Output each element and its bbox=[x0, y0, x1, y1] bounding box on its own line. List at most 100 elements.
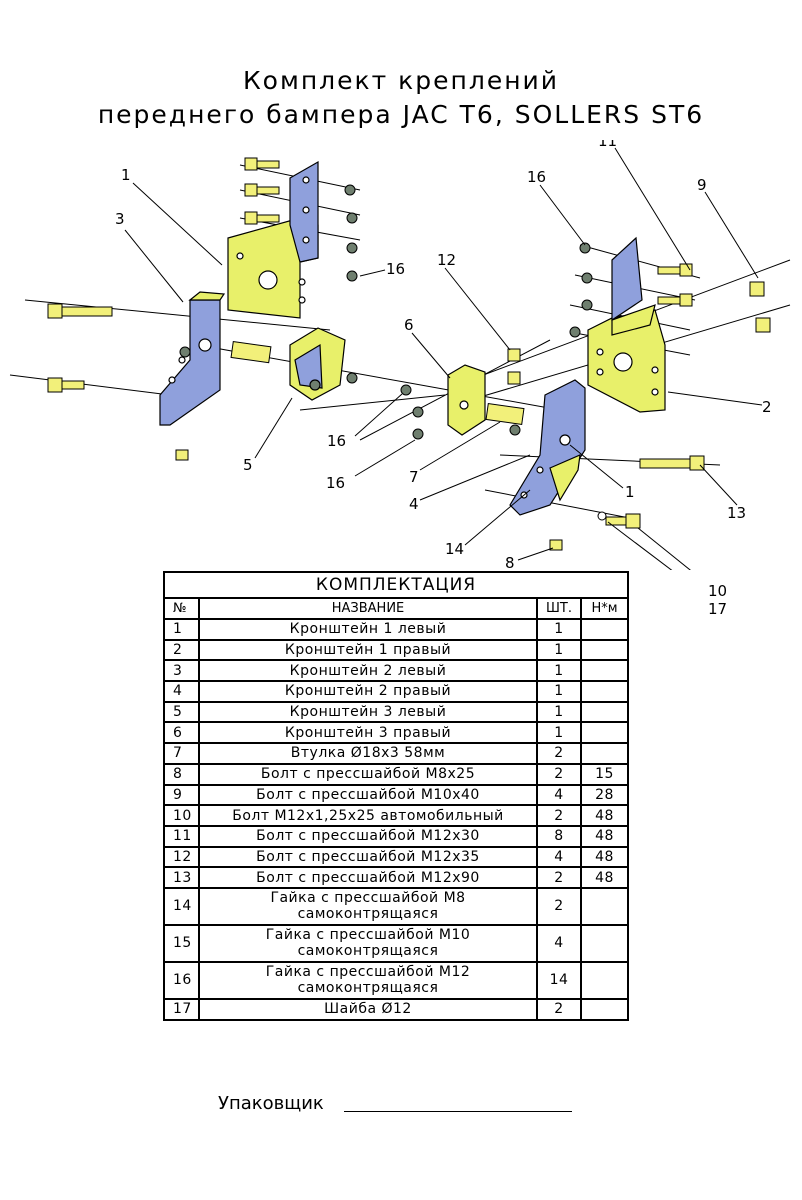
row-num: 2 bbox=[163, 638, 200, 662]
row-qty: 1 bbox=[536, 700, 582, 724]
header-torque: Н*м bbox=[580, 597, 629, 620]
row-qty: 4 bbox=[536, 783, 582, 807]
row-name: Шайба Ø12 bbox=[198, 997, 538, 1021]
row-num: 6 bbox=[163, 721, 200, 745]
row-qty: 1 bbox=[536, 721, 582, 745]
bushings bbox=[230, 341, 525, 425]
row-qty: 2 bbox=[536, 762, 582, 786]
bracket-4-right bbox=[509, 379, 586, 516]
row-num: 15 bbox=[163, 923, 200, 963]
row-name: Болт с прессшайбой М10х40 bbox=[198, 783, 538, 807]
row-qty: 4 bbox=[536, 923, 582, 963]
row-num: 1 bbox=[163, 618, 200, 641]
row-qty: 1 bbox=[536, 680, 582, 703]
callout-label: 14 bbox=[445, 540, 464, 558]
row-name: Кронштейн 3 правый bbox=[198, 721, 538, 745]
row-qty: 2 bbox=[536, 866, 582, 889]
callout-label: 5 bbox=[243, 456, 253, 474]
bolts bbox=[47, 157, 771, 551]
row-num: 17 bbox=[163, 997, 200, 1021]
callout-label: 10 bbox=[708, 582, 727, 600]
bracket-2-right bbox=[587, 236, 666, 413]
row-num: 3 bbox=[163, 659, 200, 683]
callout-label: 13 bbox=[727, 504, 746, 522]
row-name-line-2: самоконтрящаяся bbox=[297, 943, 439, 960]
row-num: 13 bbox=[163, 866, 200, 889]
row-qty: 2 bbox=[536, 742, 582, 765]
callout-label: 2 bbox=[762, 398, 772, 416]
row-torque bbox=[580, 721, 629, 745]
row-name-line-1: Кронштейн 1 правый bbox=[284, 642, 452, 659]
row-qty: 1 bbox=[536, 618, 582, 641]
row-name-line-1: Болт с прессшайбой М10х40 bbox=[256, 786, 480, 803]
table-row: 3 Кронштейн 2 левый 1 bbox=[163, 659, 629, 683]
title-line-2: переднего бампера JAC T6, SOLLERS ST6 bbox=[97, 100, 705, 129]
table-row: 6 Кронштейн 3 правый 1 bbox=[163, 721, 629, 745]
header-qty: ШТ. bbox=[536, 597, 582, 620]
row-num: 11 bbox=[163, 824, 200, 848]
row-torque bbox=[580, 618, 629, 641]
bracket-1-left bbox=[227, 160, 319, 319]
callout-label: 16 bbox=[327, 432, 346, 450]
row-qty: 4 bbox=[536, 845, 582, 869]
row-name: Кронштейн 1 правый bbox=[198, 638, 538, 662]
callout-label: 3 bbox=[115, 210, 125, 228]
bracket-5 bbox=[289, 327, 346, 401]
table-row: 1 Кронштейн 1 левый 1 bbox=[163, 618, 629, 641]
row-name-line-1: Гайка с прессшайбой М8 bbox=[270, 890, 466, 907]
bracket-6 bbox=[447, 364, 486, 436]
row-name: Болт М12х1,25х25 автомобильный bbox=[198, 804, 538, 827]
row-name: Кронштейн 1 левый bbox=[198, 618, 538, 641]
row-qty: 2 bbox=[536, 804, 582, 827]
callout-label: 7 bbox=[409, 468, 419, 486]
row-torque: 48 bbox=[580, 866, 629, 889]
row-name-line-1: Болт с прессшайбой М12х35 bbox=[256, 848, 480, 865]
callout-label: 16 bbox=[386, 260, 405, 278]
bottom-callouts: 10 17 bbox=[708, 582, 727, 618]
row-qty: 1 bbox=[536, 638, 582, 662]
row-qty: 14 bbox=[536, 960, 582, 1000]
row-name-line-1: Болт с прессшайбой М8х25 bbox=[260, 766, 476, 783]
row-name-line-1: Болт с прессшайбой М12х90 bbox=[256, 869, 480, 886]
row-torque bbox=[580, 638, 629, 662]
row-torque bbox=[580, 997, 629, 1021]
header-name: НАЗВАНИЕ bbox=[198, 597, 538, 620]
callout-label: 1 bbox=[625, 483, 635, 501]
callout-labels: 1 3 16 12 11 9 16 6 2 5 16 16 7 4 1 13 1… bbox=[115, 140, 772, 570]
row-name-line-1: Кронштейн 1 левый bbox=[289, 621, 447, 638]
row-name-line-1: Кронштейн 2 правый bbox=[284, 683, 452, 700]
table-caption: КОМПЛЕКТАЦИЯ bbox=[163, 571, 629, 599]
row-torque bbox=[580, 886, 629, 926]
row-name-line-1: Гайка с прессшайбой М10 bbox=[265, 927, 471, 944]
row-name: Болт с прессшайбой М12х35 bbox=[198, 845, 538, 869]
row-torque bbox=[580, 680, 629, 703]
row-name-line-2: самоконтрящаяся bbox=[297, 906, 439, 923]
callout-leaders bbox=[124, 147, 763, 570]
row-torque bbox=[580, 923, 629, 963]
row-num: 5 bbox=[163, 700, 200, 724]
callout-label: 16 bbox=[527, 168, 546, 186]
row-name-line-1: Кронштейн 3 правый bbox=[284, 724, 452, 741]
row-qty: 1 bbox=[536, 659, 582, 683]
row-name: Кронштейн 2 левый bbox=[198, 659, 538, 683]
row-name-line-1: Втулка Ø18х3 58мм bbox=[290, 745, 446, 762]
row-name-line-1: Кронштейн 2 левый bbox=[289, 662, 447, 679]
row-num: 14 bbox=[163, 886, 200, 926]
row-torque: 48 bbox=[580, 804, 629, 827]
header-num: № bbox=[163, 597, 200, 620]
row-name: Болт с прессшайбой М8х25 bbox=[198, 762, 538, 786]
